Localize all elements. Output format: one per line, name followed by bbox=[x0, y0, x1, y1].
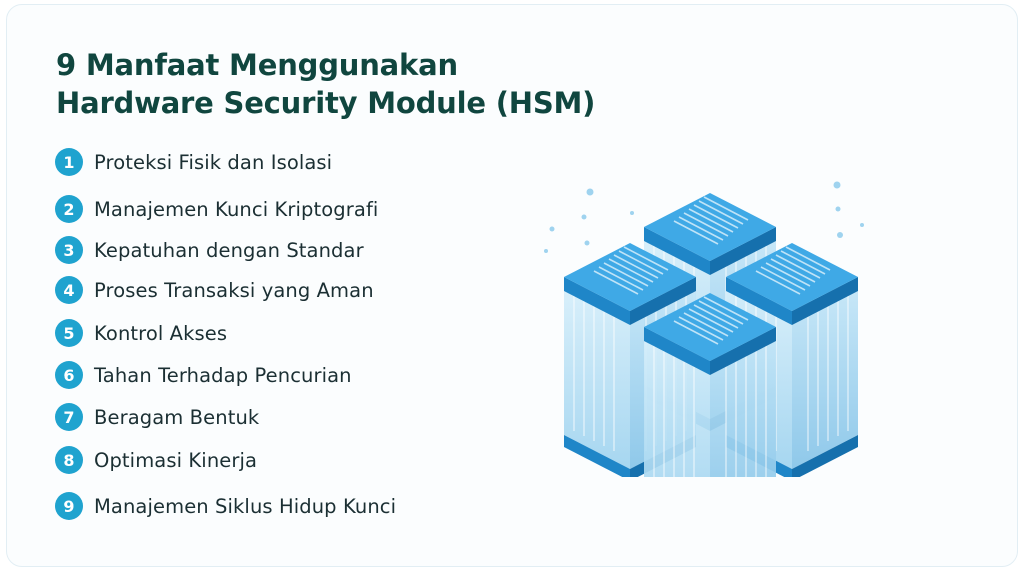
list-item: 2 Manajemen Kunci Kriptografi bbox=[55, 194, 378, 224]
infographic-card: 9 Manfaat Menggunakan Hardware Security … bbox=[6, 4, 1018, 567]
benefit-label: Beragam Bentuk bbox=[94, 405, 260, 429]
number-badge: 2 bbox=[55, 195, 83, 223]
benefit-label: Tahan Terhadap Pencurian bbox=[94, 363, 352, 387]
number-badge: 1 bbox=[55, 148, 83, 176]
page-title: 9 Manfaat Menggunakan Hardware Security … bbox=[56, 46, 595, 122]
benefit-label: Kepatuhan dengan Standar bbox=[94, 238, 364, 262]
number-badge: 9 bbox=[55, 492, 83, 520]
list-item: 1 Proteksi Fisik dan Isolasi bbox=[55, 147, 332, 177]
list-item: 9 Manajemen Siklus Hidup Kunci bbox=[55, 491, 396, 521]
number-badge: 6 bbox=[55, 361, 83, 389]
server-rack-cluster-icon bbox=[544, 181, 864, 477]
benefit-label: Optimasi Kinerja bbox=[94, 448, 258, 472]
list-item: 5 Kontrol Akses bbox=[55, 318, 227, 348]
list-item: 7 Beragam Bentuk bbox=[55, 402, 259, 432]
title-line-2: Hardware Security Module (HSM) bbox=[56, 86, 596, 120]
number-badge: 3 bbox=[55, 236, 83, 264]
list-item: 3 Kepatuhan dengan Standar bbox=[55, 235, 364, 265]
list-item: 4 Proses Transaksi yang Aman bbox=[55, 275, 374, 305]
number-badge: 8 bbox=[55, 446, 83, 474]
number-badge: 4 bbox=[55, 276, 83, 304]
benefit-label: Proteksi Fisik dan Isolasi bbox=[94, 150, 333, 174]
benefit-label: Manajemen Siklus Hidup Kunci bbox=[94, 494, 397, 518]
list-item: 8 Optimasi Kinerja bbox=[55, 445, 257, 475]
benefit-label: Proses Transaksi yang Aman bbox=[94, 278, 374, 302]
title-line-1: 9 Manfaat Menggunakan bbox=[56, 48, 458, 82]
number-badge: 7 bbox=[55, 403, 83, 431]
benefit-label: Manajemen Kunci Kriptografi bbox=[94, 197, 379, 221]
benefit-label: Kontrol Akses bbox=[94, 321, 228, 345]
list-item: 6 Tahan Terhadap Pencurian bbox=[55, 360, 352, 390]
number-badge: 5 bbox=[55, 319, 83, 347]
